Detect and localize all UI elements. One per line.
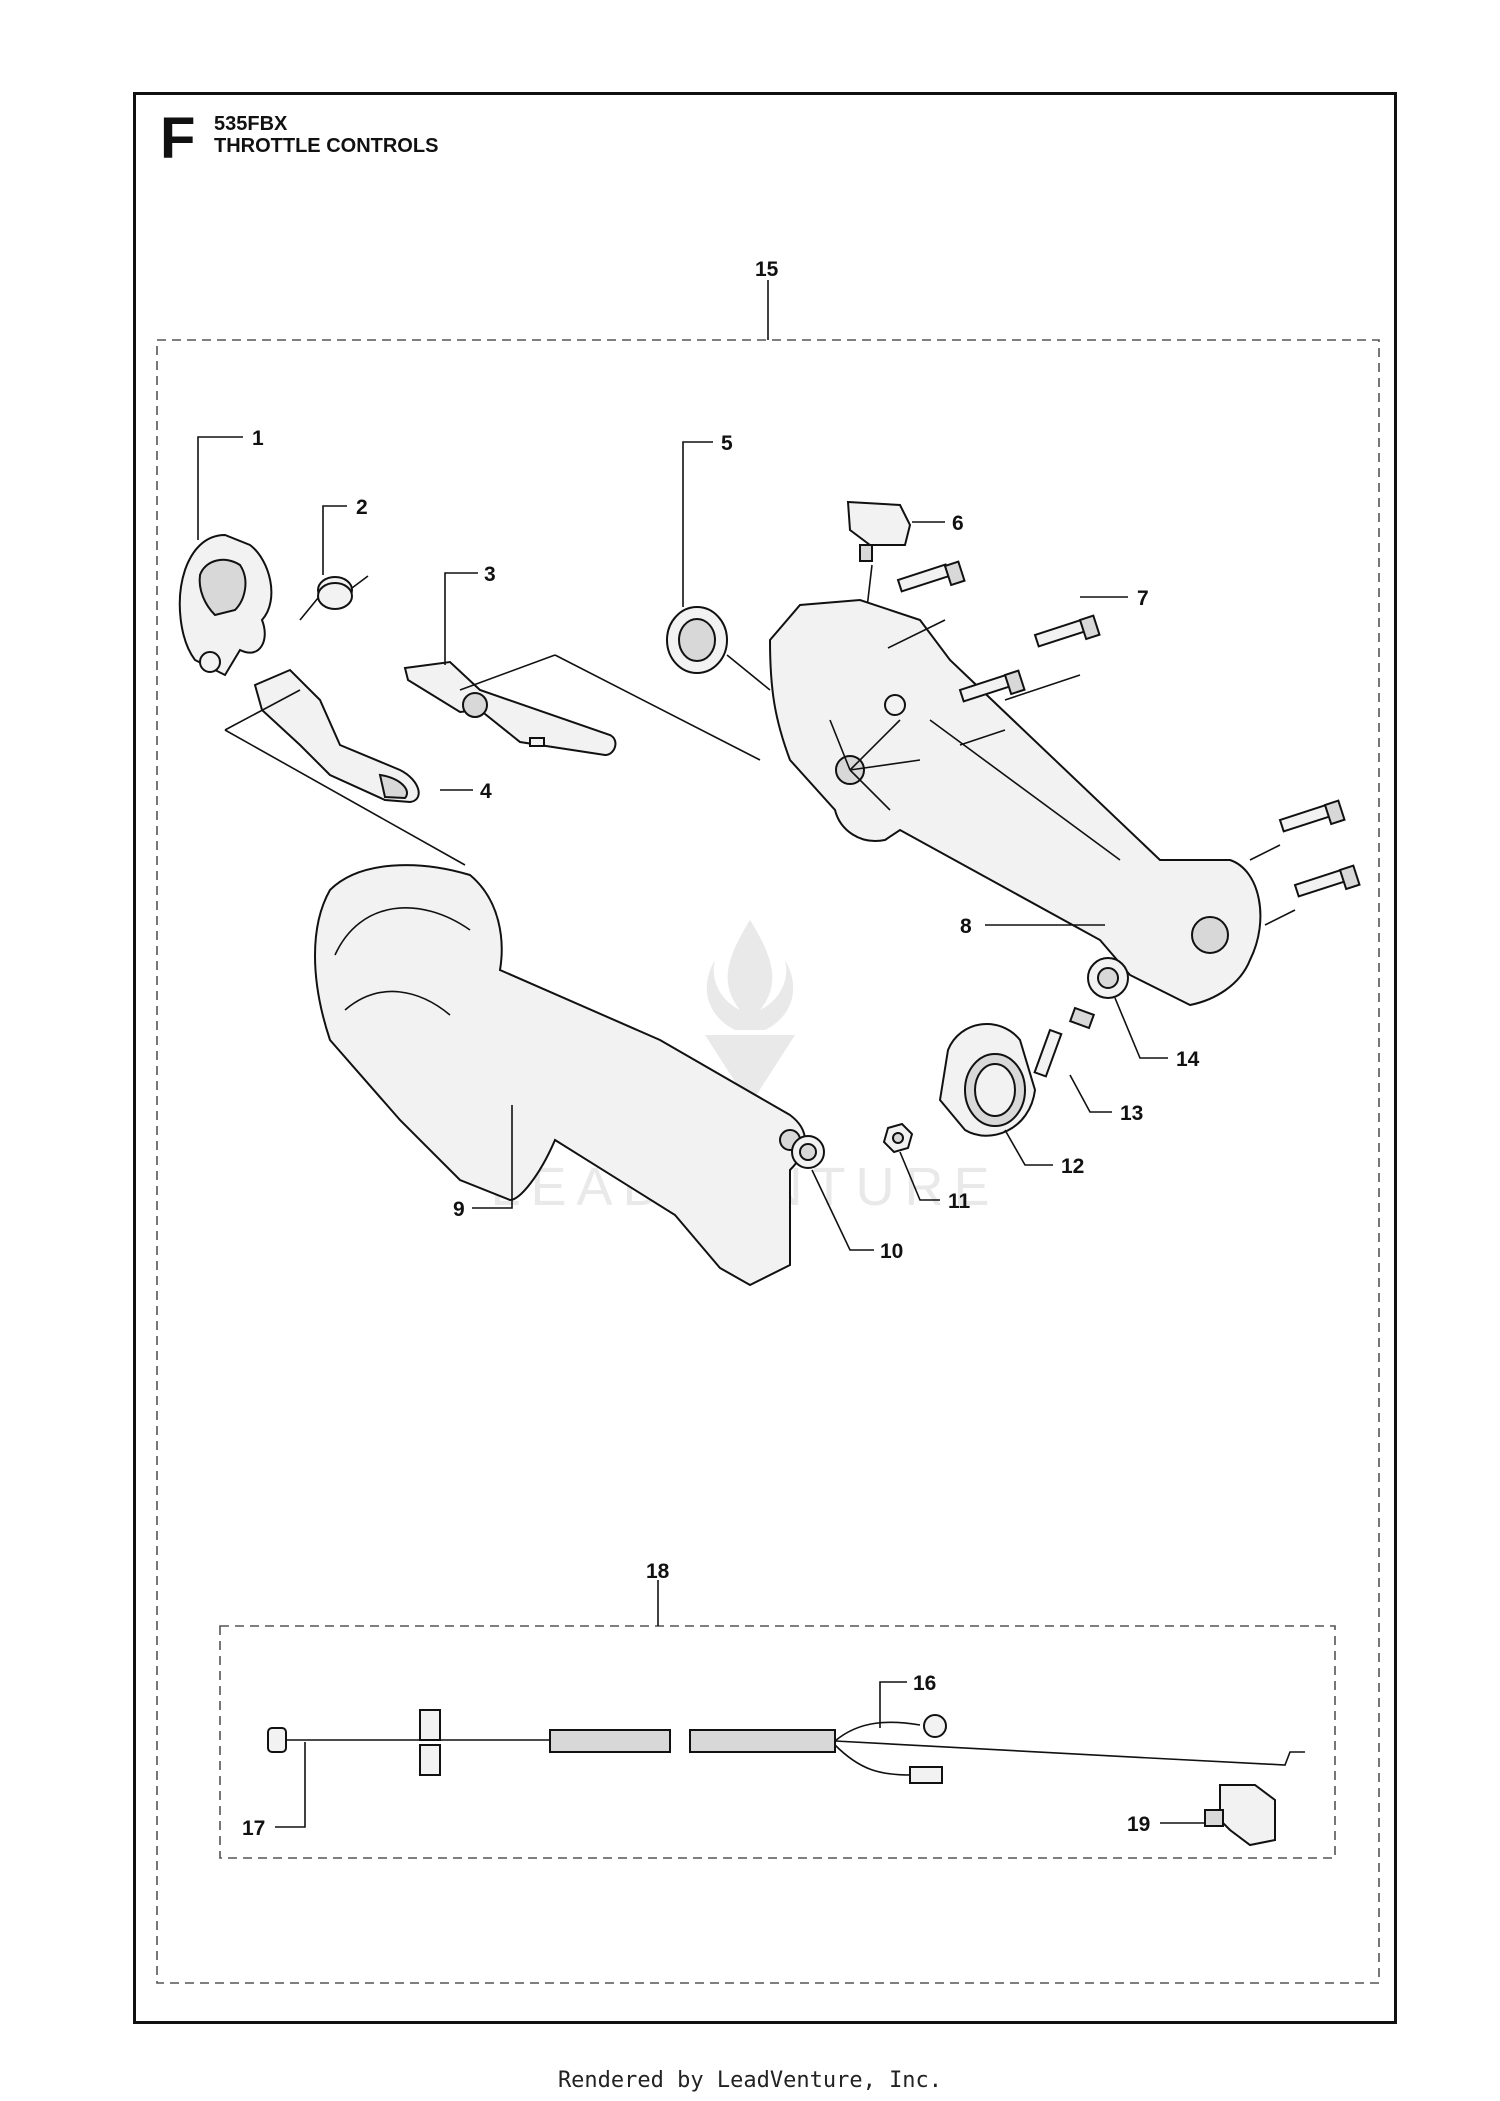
part-8-handle-housing [768, 598, 1262, 1007]
callout-11: 11 [948, 1190, 971, 1213]
callout-6: 6 [952, 512, 964, 535]
assembly-line-1 [224, 729, 466, 866]
group-box-18 [219, 1625, 1336, 1859]
leader-lines [197, 436, 1205, 1828]
callout-17: 17 [242, 1817, 265, 1840]
section-letter: F [160, 106, 196, 171]
part-4-trigger [253, 668, 420, 804]
callout-14: 14 [1176, 1048, 1200, 1071]
callout-1: 1 [252, 427, 264, 450]
callout-4: 4 [480, 780, 492, 803]
part-7-screws [887, 560, 1361, 926]
part-14-bushing [1087, 957, 1129, 999]
part-3-lever [403, 660, 617, 757]
part-16-wire-harness [549, 1714, 1305, 1784]
callout-8: 8 [960, 915, 972, 938]
part-17-cable-end [267, 1709, 550, 1776]
diagram-frame [133, 92, 1397, 2024]
callout-16: 16 [913, 1672, 936, 1695]
callout-3: 3 [484, 563, 496, 586]
callout-12: 12 [1061, 1155, 1084, 1178]
part-1-bracket [178, 533, 273, 677]
part-11-nut [882, 1122, 914, 1154]
callout-5: 5 [721, 432, 733, 455]
callout-2: 2 [356, 496, 368, 519]
model-number: 535FBX [214, 113, 288, 135]
group-box-15 [156, 339, 1380, 1984]
part-10-nut [791, 1135, 825, 1169]
assembly-line-2 [224, 689, 301, 731]
callout-10: 10 [880, 1240, 903, 1263]
assembly-line-4 [459, 654, 556, 691]
assembly-line-3 [554, 654, 761, 761]
callout-labels: 1 2 3 4 5 6 7 8 9 10 11 12 13 14 15 16 1… [242, 258, 1200, 1840]
callout-13: 13 [1120, 1102, 1143, 1125]
callout-9: 9 [453, 1198, 465, 1221]
part-12-clamp [938, 1023, 1037, 1137]
part-6-switch [846, 500, 912, 626]
callout-19: 19 [1127, 1813, 1150, 1836]
diagram-title: THROTTLE CONTROLS [214, 135, 439, 157]
part-19-connector [1204, 1784, 1276, 1847]
callout-7: 7 [1137, 587, 1149, 610]
part-5-ring [666, 606, 771, 691]
part-13-screw [1033, 1006, 1096, 1078]
part-2-spring [299, 575, 369, 621]
footer-credit: Rendered by LeadVenture, Inc. [557, 2068, 943, 2093]
callout-18: 18 [646, 1560, 670, 1583]
callout-15: 15 [755, 258, 779, 281]
